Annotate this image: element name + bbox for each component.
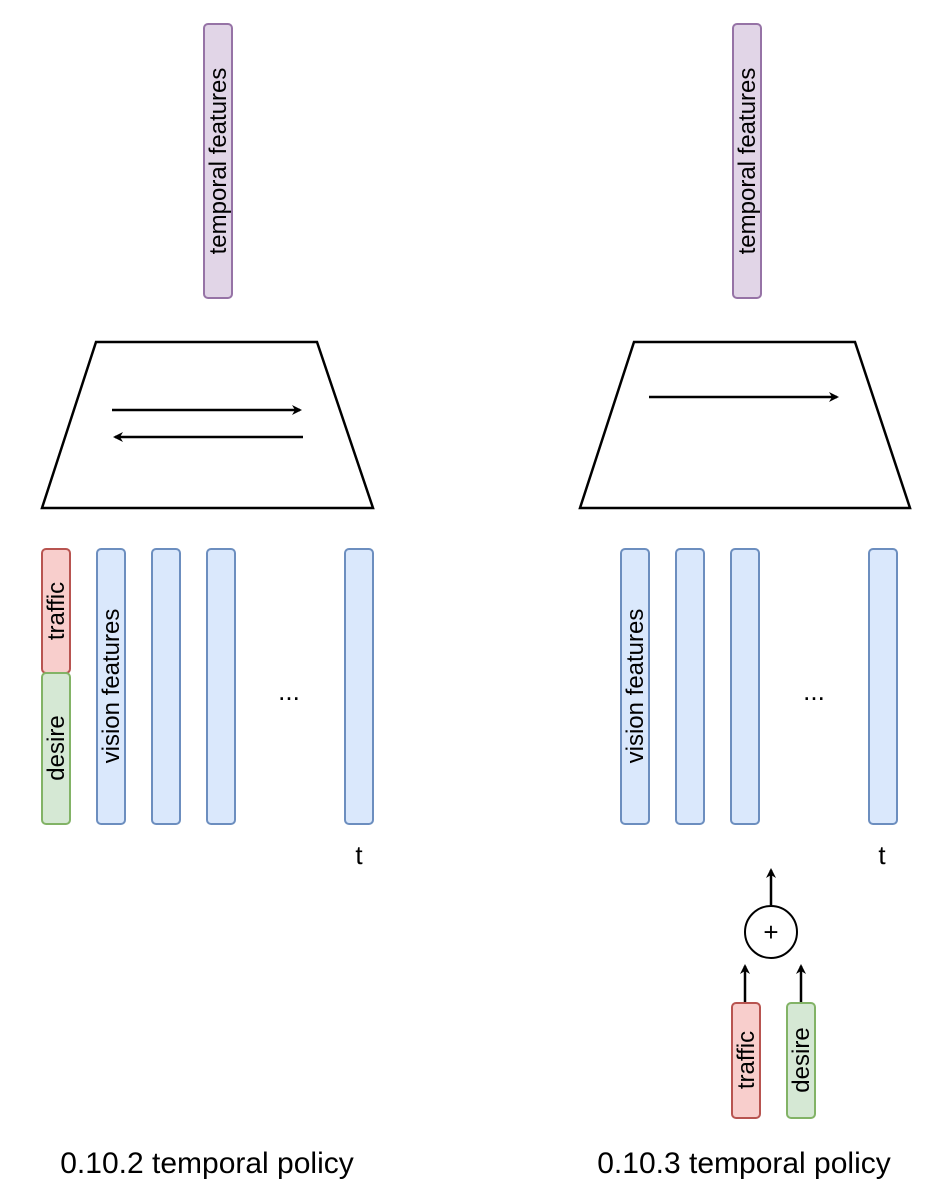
left-temporal-features-label: temporal features: [205, 68, 232, 255]
left-caption: 0.10.2 temporal policy: [60, 1147, 354, 1180]
left-desire-label: desire: [43, 715, 70, 780]
right-diagram: temporal features vision features ... t …: [578, 23, 912, 1180]
left-t-label: t: [355, 840, 363, 870]
left-ellipsis: ...: [278, 676, 300, 706]
right-traffic-bar: [731, 1002, 761, 1119]
right-vision-bar-t: [868, 548, 898, 825]
right-vision-features-bar: [620, 548, 650, 825]
right-vision-bar-2: [675, 548, 705, 825]
left-temporal-features-bar: [203, 23, 233, 299]
left-vision-bar-t: [344, 548, 374, 825]
left-vision-bar-2: [151, 548, 181, 825]
right-desire-label: desire: [788, 1027, 815, 1092]
left-vision-features-bar: [96, 548, 126, 825]
right-caption: 0.10.3 temporal policy: [597, 1147, 891, 1180]
left-desire-bar: [41, 672, 71, 825]
left-bidirectional-trapezoid: [40, 340, 375, 510]
right-vision-bar-3: [730, 548, 760, 825]
right-ellipsis: ...: [803, 676, 825, 706]
right-temporal-features-bar: [732, 23, 762, 299]
left-vision-bar-3: [206, 548, 236, 825]
left-diagram: temporal features traffic desire vision …: [40, 23, 375, 1180]
right-vision-features-label: vision features: [622, 609, 649, 764]
right-unidirectional-trapezoid: [578, 340, 912, 510]
right-desire-bar: [786, 1002, 816, 1119]
right-plus-sign: +: [763, 917, 778, 947]
right-traffic-label: traffic: [733, 1031, 760, 1089]
left-traffic-label: traffic: [43, 582, 70, 640]
left-vision-features-label: vision features: [98, 609, 125, 764]
right-t-label: t: [878, 840, 886, 870]
right-temporal-features-label: temporal features: [734, 68, 761, 255]
right-sum-node: [744, 905, 798, 959]
